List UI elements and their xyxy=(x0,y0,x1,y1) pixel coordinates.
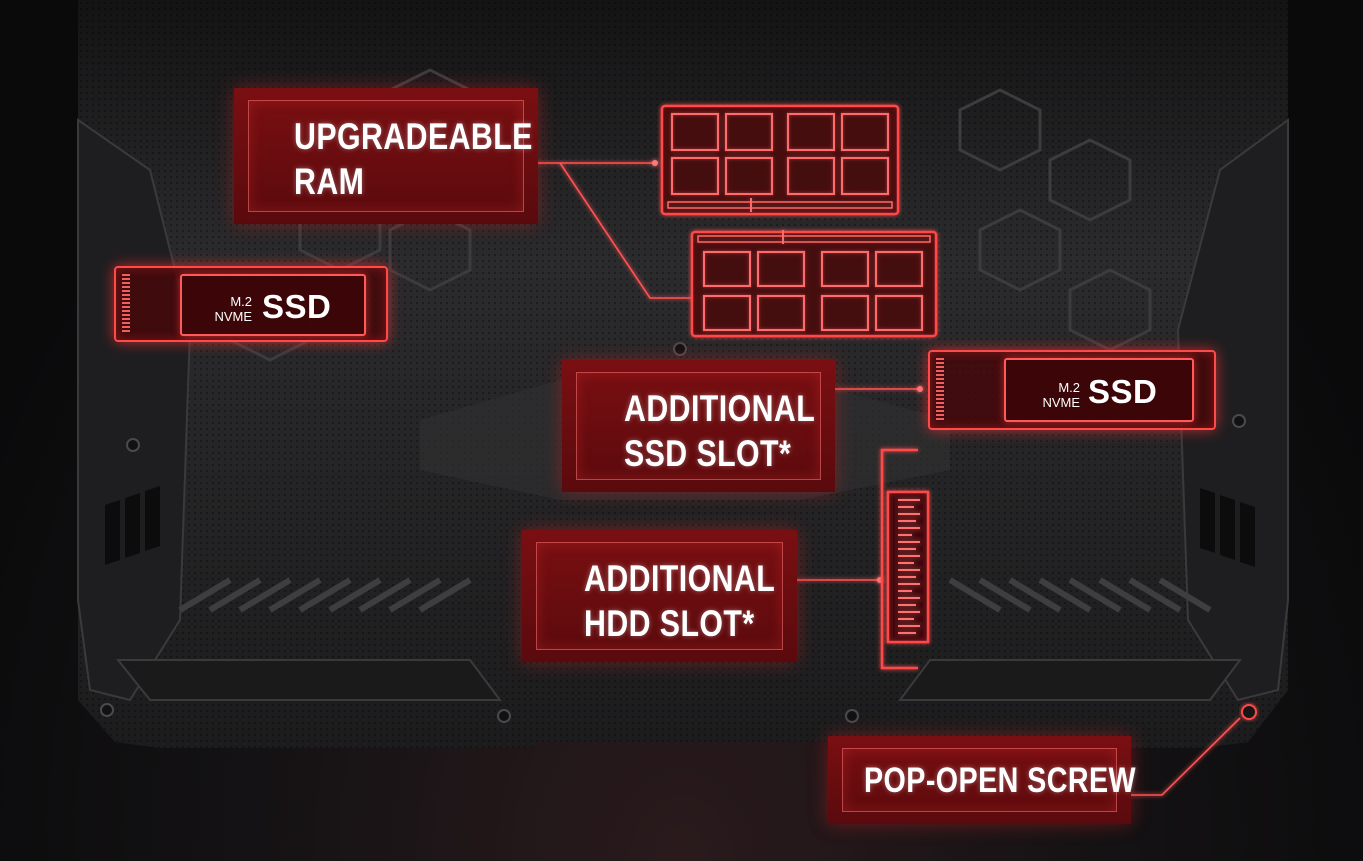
m2-ssd-icon: M.2 NVME SSD xyxy=(928,350,1216,430)
hdd-slot-label: ADDITIONAL HDD SLOT* xyxy=(522,530,797,662)
ssd-left-label: SSD xyxy=(262,288,332,325)
ram-label-line1: UPGRADEABLE xyxy=(294,116,533,157)
hdd-bay-icon xyxy=(880,448,930,670)
screw-label-text: POP-OPEN SCREW xyxy=(864,761,1137,800)
ssd-left-m2: M.2 xyxy=(230,294,252,309)
screw-icon xyxy=(1241,704,1257,720)
ram-label-line2: RAM xyxy=(294,161,365,203)
ssd-right-nvme: NVME xyxy=(1042,395,1080,410)
ram-label: UPGRADEABLE RAM xyxy=(234,88,538,224)
ssd-slot-label: ADDITIONAL SSD SLOT* xyxy=(562,360,835,492)
ssd-left-nvme: NVME xyxy=(214,309,252,324)
hdd-slot-line1: ADDITIONAL xyxy=(584,558,776,599)
ssd-slot-line1: ADDITIONAL xyxy=(624,388,816,429)
ssd-right-label: SSD xyxy=(1088,373,1158,410)
m2-ssd-icon: M.2 NVME SSD xyxy=(114,266,388,342)
screw-label: POP-OPEN SCREW xyxy=(828,736,1136,824)
ram-module-icon xyxy=(660,104,900,216)
hdd-slot-line2: HDD SLOT* xyxy=(584,603,755,645)
ssd-slot-line2: SSD SLOT* xyxy=(624,433,792,475)
ram-module-icon xyxy=(690,230,938,338)
ssd-right-m2: M.2 xyxy=(1058,380,1080,395)
